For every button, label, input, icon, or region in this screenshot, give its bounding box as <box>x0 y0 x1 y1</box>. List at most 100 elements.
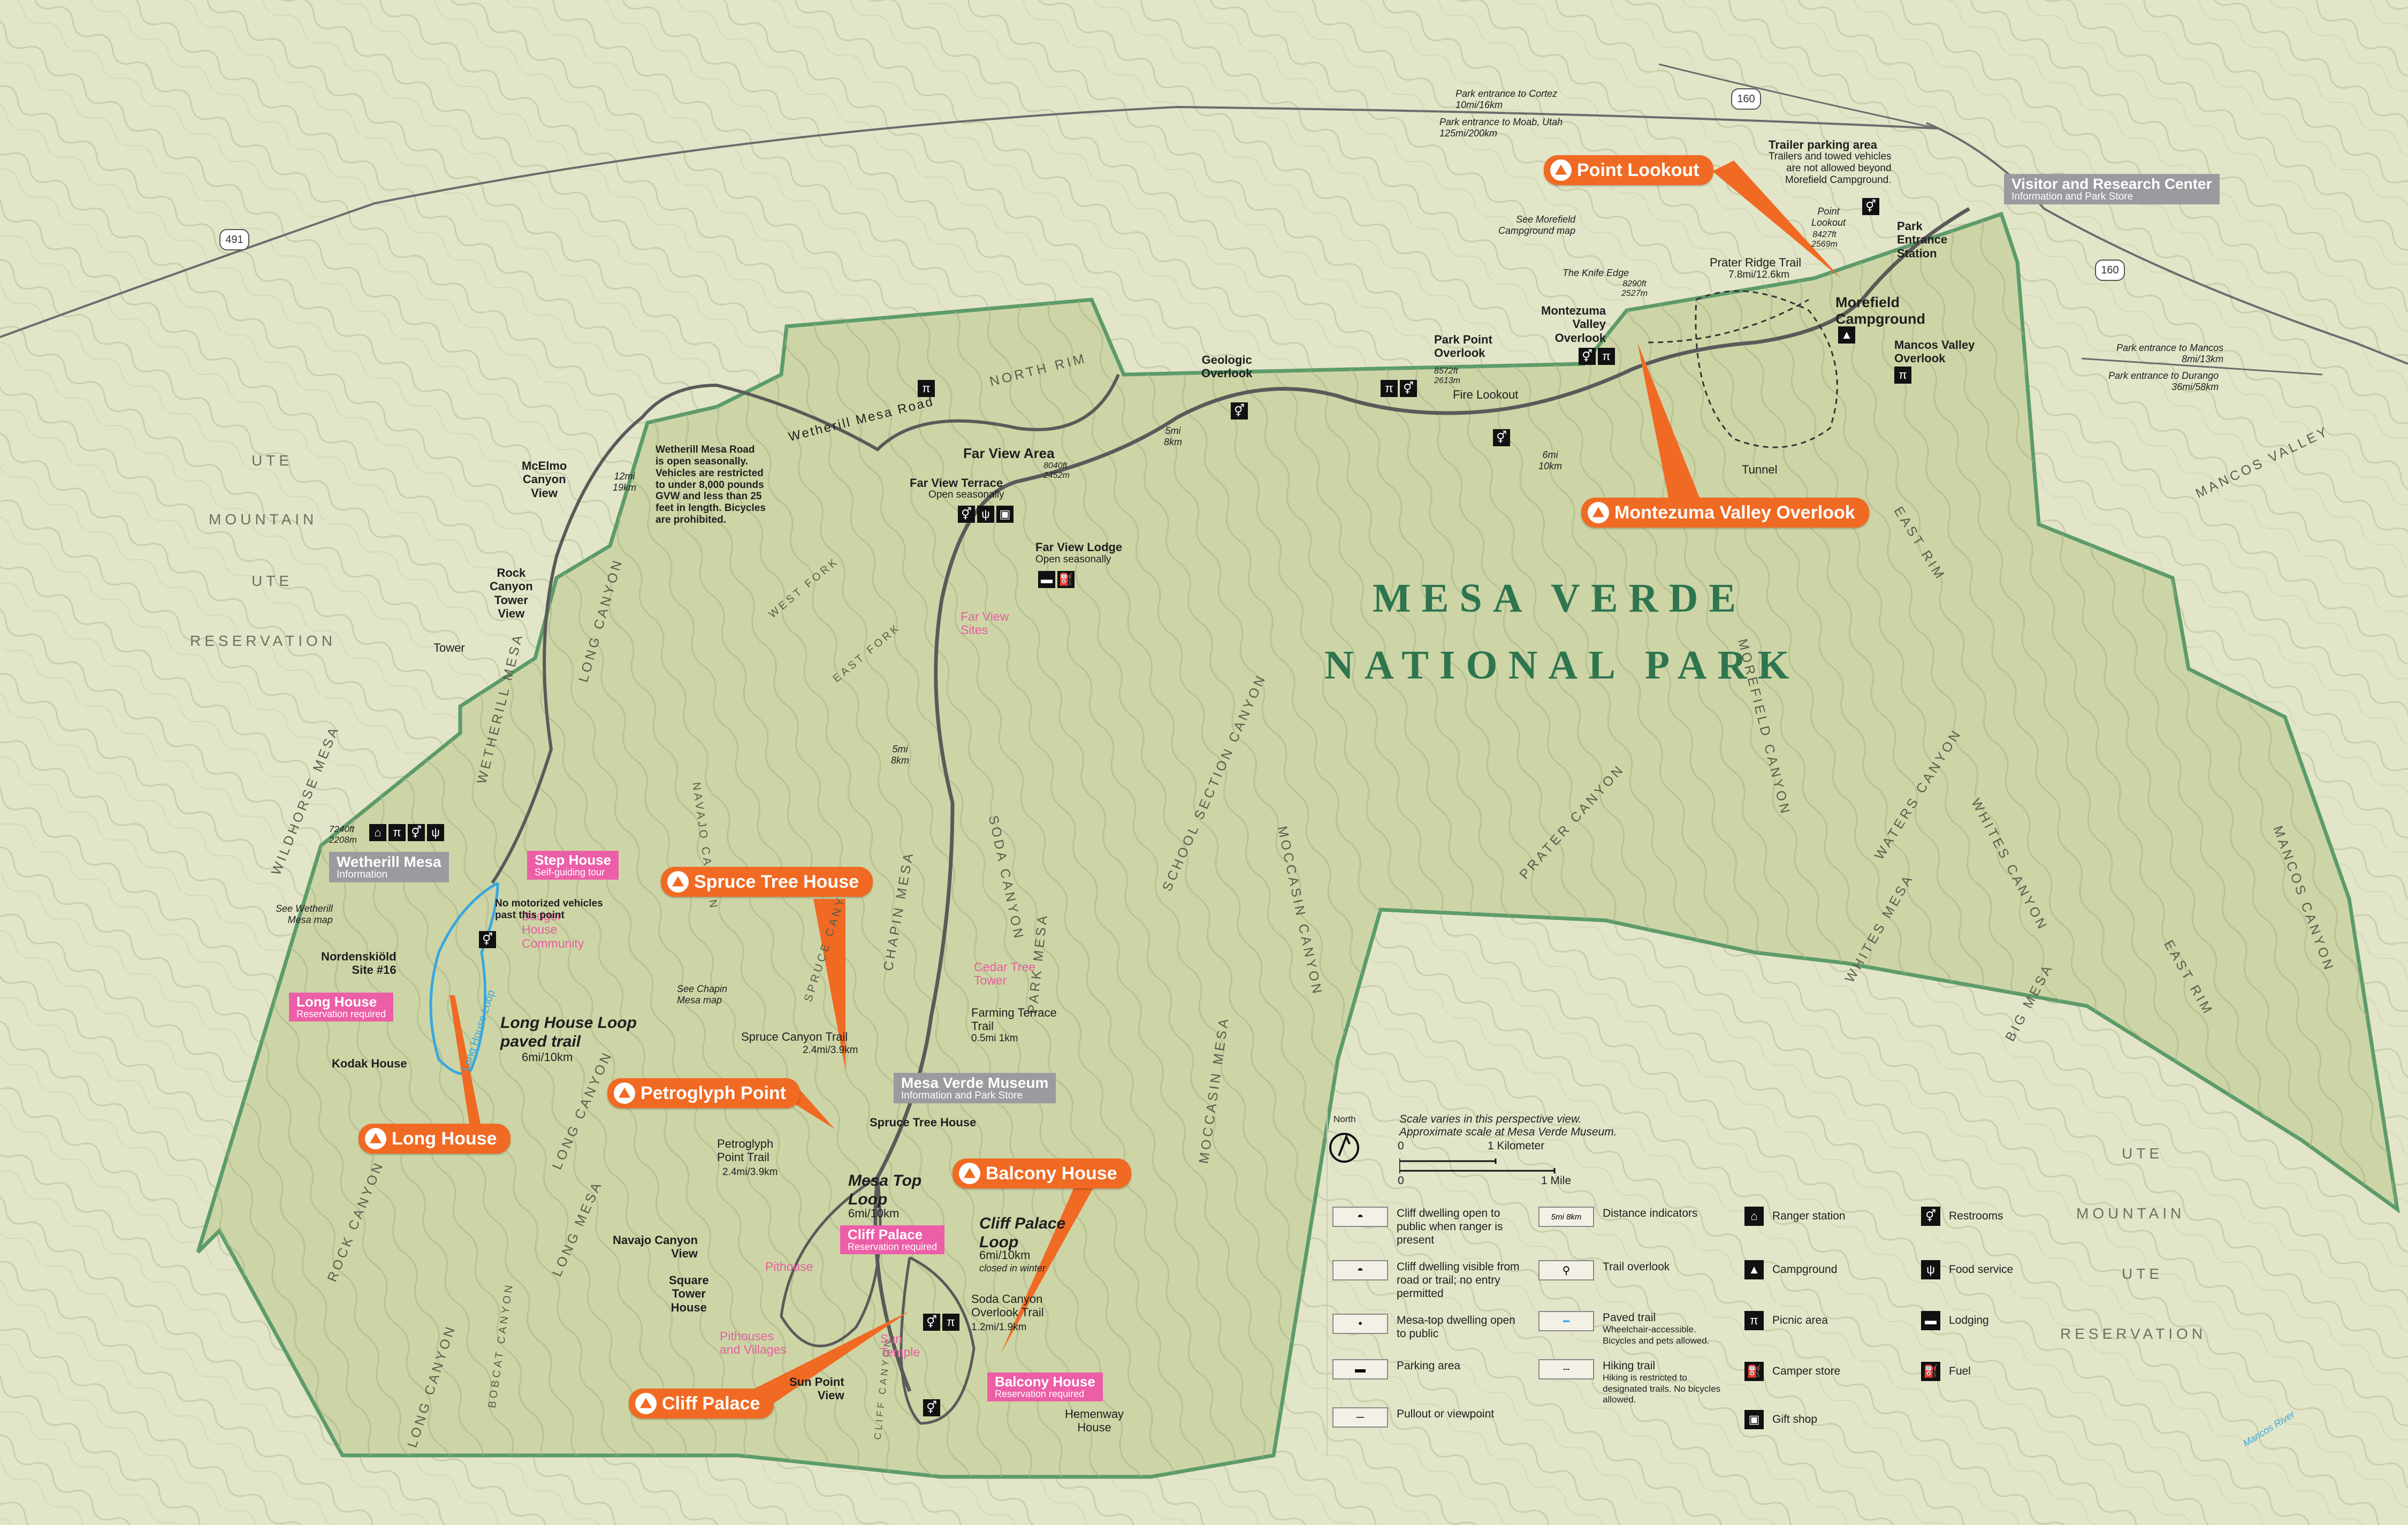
campground-icon: ▲ <box>1744 1260 1764 1279</box>
label-see-chapin: See Chapin Mesa map <box>677 983 728 1005</box>
label-pithouses-villages: Pithouses and Villages <box>720 1329 787 1357</box>
label-long-house-loop-title: Long House Loop paved trail <box>500 1014 637 1050</box>
label-geologic-overlook: Geologic Overlook <box>1201 353 1253 380</box>
label-cedar-tree-tower: Cedar Tree Tower <box>974 960 1036 988</box>
label-open-seasonally-a: Open seasonally <box>928 489 1004 500</box>
camper-store-icon: ⛽ <box>1744 1362 1764 1381</box>
restrooms-icon: ⚥ <box>923 1314 940 1331</box>
cliff-palace-pointer <box>749 1311 910 1413</box>
cliff-dwelling-icon: ⛰ <box>959 1163 980 1184</box>
legend-icon-restrooms: ⚥Restrooms <box>1921 1207 2003 1226</box>
services-north-rim-picnic: π <box>918 380 935 397</box>
restrooms-icon: ⚥ <box>923 1399 940 1416</box>
label-fire-lookout: Fire Lookout <box>1453 388 1519 401</box>
label-square-tower: Square Tower House <box>669 1274 709 1314</box>
park-title-line2: NATIONAL PARK <box>1324 643 1800 688</box>
callout-point-lookout[interactable]: ⛰Point Lookout <box>1544 155 1713 185</box>
services-wetherill: ⌂π⚥ψ <box>369 824 444 841</box>
region-ute: UTE <box>252 452 293 469</box>
label-wetherill-road-note: Wetherill Mesa Road is open seasonally. … <box>656 444 766 526</box>
restrooms-icon: ⚥ <box>1579 348 1596 365</box>
lodging-icon: ▬ <box>1038 571 1055 588</box>
main-park-road <box>873 207 1970 1392</box>
lodging-icon: ▬ <box>1921 1311 1940 1330</box>
montezuma-pointer <box>1637 342 1702 503</box>
services-mancos-overlook: π <box>1894 367 1911 384</box>
mesa-top-dwelling-icon: • <box>1332 1314 1388 1334</box>
label-trailer-note: Trailers and towed vehicles are not allo… <box>1769 151 1892 186</box>
parking-area-icon: ▬ <box>1332 1359 1388 1379</box>
scale-zero-km: 0 <box>1398 1140 1404 1152</box>
picnic-area-icon: π <box>1744 1311 1764 1330</box>
region-mountain: MOUNTAIN <box>2076 1205 2185 1222</box>
label-kodak-house: Kodak House <box>332 1057 407 1070</box>
pullout-icon: ─ <box>1332 1407 1388 1428</box>
long-house-pointer <box>449 995 482 1134</box>
park-title-line1: MESA VERDE <box>1373 576 1747 621</box>
legend-item-mesa-top: •Mesa-top dwelling open to public <box>1332 1314 1525 1340</box>
knife-edge-trail <box>1648 299 1809 344</box>
callout-cliff-palace[interactable]: ⛰Cliff Palace <box>629 1389 774 1419</box>
legend-item-parking: ▬Parking area <box>1332 1359 1525 1379</box>
label-sun-temple: Sun Temple <box>880 1332 920 1360</box>
region-ute: UTE <box>2122 1265 2163 1282</box>
label-spruce-canyon-dist: 2.4mi/3.9km <box>803 1044 858 1056</box>
long-house-paved-trail <box>429 881 499 1076</box>
restrooms-icon: ⚥ <box>958 506 975 523</box>
label-closed-winter: closed in winter <box>979 1263 1046 1274</box>
label-see-wetherill: See Wetherill Mesa map <box>276 903 333 925</box>
callout-long-house[interactable]: ⛰Long House <box>359 1124 511 1154</box>
map-legend: North Scale varies in this perspective v… <box>1327 1108 2237 1439</box>
callout-petroglyph-point[interactable]: ⛰Petroglyph Point <box>607 1078 800 1108</box>
callout-balcony-house[interactable]: ⛰Balcony House <box>952 1158 1131 1188</box>
label-mancos-valley-overlook: Mancos Valley Overlook <box>1894 338 1975 365</box>
food-service-icon: ψ <box>427 824 444 841</box>
label-tower: Tower <box>433 641 465 654</box>
durango-road <box>2081 357 2323 376</box>
callout-montezuma-valley-overlook[interactable]: ⛰Montezuma Valley Overlook <box>1581 498 1869 528</box>
callout-spruce-tree-house[interactable]: ⛰Spruce Tree House <box>661 867 873 897</box>
region-mountain: MOUNTAIN <box>209 511 318 528</box>
cliff-dwelling-icon: ⛰ <box>635 1393 657 1414</box>
highway-spur <box>1658 63 1938 129</box>
north-arrow-icon <box>1329 1133 1359 1163</box>
scale-zero-mi: 0 <box>1398 1175 1404 1187</box>
fuel-icon: ⛽ <box>1921 1362 1940 1381</box>
legend-scale-note: Scale varies in this perspective view. A… <box>1399 1113 1617 1138</box>
picnic-area-icon: π <box>388 824 406 841</box>
label-dist-12mi: 12mi 19km <box>613 471 637 493</box>
picnic-area-icon: π <box>1381 380 1398 397</box>
label-dist-5mi: 5mi 8km <box>1164 425 1183 447</box>
region-reservation: RESERVATION <box>190 632 337 649</box>
cliff-dwelling-icon: ⛰ <box>614 1082 635 1104</box>
restrooms-icon: ⚥ <box>1493 429 1510 446</box>
label-pithouse: Pithouse <box>765 1260 813 1274</box>
label-mesa-top-loop: Mesa Top Loop <box>848 1172 922 1208</box>
label-park-entrance-station: Park Entrance Station <box>1897 219 1948 260</box>
fuel-icon: ⛽ <box>1057 571 1075 588</box>
label-far-view-terrace: Far View Terrace <box>910 476 1003 490</box>
mesa-top-loop-road <box>780 1176 882 1347</box>
scale-mi-label: 1 Mile <box>1541 1175 1572 1187</box>
legend-icon-fuel: ⛽Fuel <box>1921 1362 1971 1381</box>
restrooms-icon: ⚥ <box>408 824 425 841</box>
label-prater-ridge-dist: 7.8mi/12.6km <box>1728 269 1790 280</box>
services-visitor-trailer: ⚥ <box>1862 198 1879 215</box>
label-no-motorized: No motorized vehicles past this point <box>495 898 603 921</box>
label-dist-5mi-b: 5mi 8km <box>891 744 910 766</box>
services-road-rest: ⚥ <box>1493 429 1510 446</box>
ranger-station-icon: ⌂ <box>369 824 386 841</box>
picnic-area-icon: π <box>918 380 935 397</box>
label-far-view-lodge: Far View Lodge <box>1035 540 1123 554</box>
label-knife-edge-elev: 8290ft 2527m <box>1621 279 1648 299</box>
restrooms-icon: ⚥ <box>1400 380 1417 397</box>
